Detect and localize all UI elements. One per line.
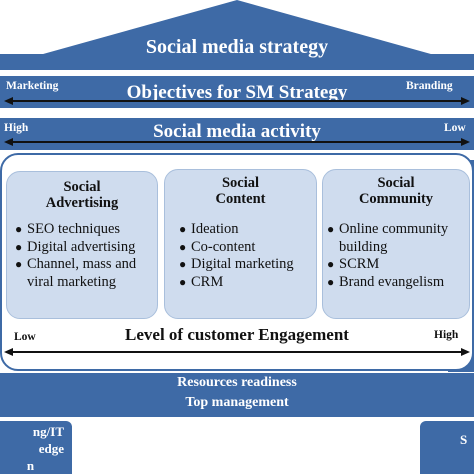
list-item: ● Channel, mass and: [15, 256, 157, 274]
objectives-arrow: [4, 97, 470, 105]
list-item: ● Digital marketing: [179, 256, 316, 274]
pillar-right: S: [420, 421, 474, 474]
pillar-line: edge: [38, 441, 64, 456]
card-social-advertising: Social Advertising ● SEO techniques ● Digi…: [6, 171, 158, 319]
bullet-icon: ●: [327, 257, 335, 271]
bullet-icon: ●: [15, 257, 23, 271]
item-text: Online community: [339, 221, 449, 237]
card-list: ● Ideation ● Co-content ● Digital marketing…: [179, 221, 316, 291]
item-text: SCRM: [339, 256, 380, 272]
bullet-icon: ●: [179, 257, 187, 271]
activity-arrow: [4, 138, 470, 146]
engagement-title: Level of customer Engagement: [125, 325, 349, 344]
list-item: ● SEO techniques: [15, 221, 157, 239]
bullet-icon: ●: [327, 222, 335, 236]
card-title: Social Advertising: [7, 179, 157, 211]
objectives-band: [0, 74, 474, 110]
foundation-band: [0, 373, 474, 417]
card-title: Social Community: [323, 175, 469, 207]
pillar-line: ng/IT: [32, 424, 64, 439]
card-social-content: Social Content ● Ideation ● Co-content ● Di…: [164, 169, 317, 319]
bullet-icon: ●: [179, 222, 187, 236]
card-list: ● SEO techniques ● Digital advertising ● Ch…: [15, 221, 157, 291]
list-item: building: [327, 239, 469, 257]
activity-band: [0, 116, 474, 152]
item-text: CRM: [191, 273, 224, 290]
objectives-left-label: Marketing: [6, 80, 59, 92]
item-text: Brand evangelism: [339, 273, 445, 290]
bullet-icon: ●: [15, 222, 23, 236]
item-text: Ideation: [191, 221, 239, 237]
bullet-icon: ●: [179, 239, 187, 254]
item-text: Digital marketing: [191, 256, 294, 272]
activity-title: Social media activity: [153, 121, 321, 142]
roof-shape: [0, 0, 474, 70]
strategy-title: Social media strategy: [145, 36, 329, 58]
card-social-community: Social Community ● Online community build…: [322, 169, 470, 319]
list-item: ● CRM: [179, 274, 316, 292]
engagement-right-label: High: [434, 329, 459, 341]
card-title-line: Social: [221, 175, 260, 191]
bullet-icon: ●: [327, 274, 335, 289]
objectives-title: Objectives for SM Strategy: [126, 82, 348, 103]
item-text: Channel, mass and: [27, 256, 137, 272]
list-item: ● Ideation: [179, 221, 316, 239]
bullet-icon: ●: [15, 239, 23, 254]
list-item: ● Online community: [327, 221, 469, 239]
item-text: SEO techniques: [27, 221, 121, 237]
item-text: Digital advertising: [27, 238, 136, 255]
objectives-right-label: Branding: [406, 80, 453, 92]
engagement-arrow: [4, 348, 470, 356]
activity-left-label: High: [4, 122, 29, 134]
list-item: viral marketing: [15, 274, 157, 292]
card-title-line: Social: [63, 179, 101, 195]
pillar-line: n: [26, 458, 35, 473]
card-title-line: Community: [358, 191, 434, 207]
card-title: Social Content: [165, 175, 316, 207]
list-item: ● Co-content: [179, 239, 316, 257]
card-list: ● Online community building ● SCRM ● Brand …: [327, 221, 469, 291]
item-text: building: [339, 238, 388, 255]
card-title-line: Content: [215, 191, 266, 207]
card-title-line: Advertising: [45, 195, 119, 211]
pillar-left: ng/IT edge n: [0, 421, 72, 474]
item-text: viral marketing: [27, 273, 116, 290]
list-item: ● Digital advertising: [15, 239, 157, 257]
pillar-left-text: ng/IT edge n: [27, 423, 64, 474]
item-text: Co-content: [191, 238, 256, 255]
pillar-right-text: S: [460, 432, 468, 447]
foundation-line-1: Resources readiness: [177, 375, 297, 390]
list-item: ● Brand evangelism: [327, 274, 469, 292]
foundation-line-2: Top management: [185, 395, 289, 410]
bullet-icon: ●: [179, 274, 187, 289]
activity-right-label: Low: [444, 122, 466, 134]
engagement-left-label: Low: [14, 331, 36, 343]
list-item: ● SCRM: [327, 256, 469, 274]
card-title-line: Social: [377, 175, 415, 191]
